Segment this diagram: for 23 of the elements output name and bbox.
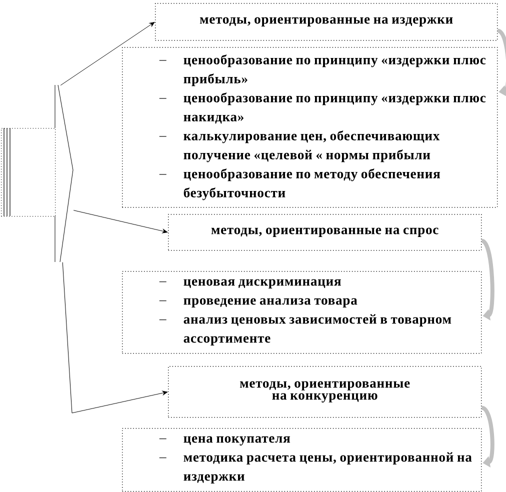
list-box	[122, 270, 482, 354]
arrow	[73, 210, 168, 234]
box-heading: методы, ориентированные на спрос	[211, 228, 438, 237]
method-box	[168, 366, 482, 418]
side-box	[1, 128, 56, 217]
curved-arrow	[481, 406, 494, 468]
list-box	[122, 47, 498, 208]
list-box	[122, 428, 482, 492]
arrow	[60, 22, 155, 86]
box-heading: методы, ориентированные на конкуренцию	[240, 381, 410, 402]
list-item: цена покупателя	[184, 436, 290, 446]
method-box	[155, 3, 498, 41]
method-box	[168, 214, 482, 251]
list-item: методика расчета цены, ориентированной на издержки	[184, 452, 472, 484]
list-item: ценообразование по методу обеспечения безубыточности	[184, 168, 440, 200]
list-item: ценовая дискриминация	[184, 279, 341, 288]
list-item: ценообразование по принципу «издержки плюс накидка»	[184, 92, 486, 124]
arrow	[62, 262, 168, 414]
box-heading: методы, ориентированные на издержки	[200, 17, 453, 26]
list-item: анализ ценовых зависимостей в товарном ассортименте	[184, 314, 452, 346]
list-item: ценообразование по принципу «издержки плюс прибыль»	[184, 54, 486, 86]
list-item: проведение анализа товара	[184, 298, 358, 308]
curved-arrow	[480, 238, 494, 320]
